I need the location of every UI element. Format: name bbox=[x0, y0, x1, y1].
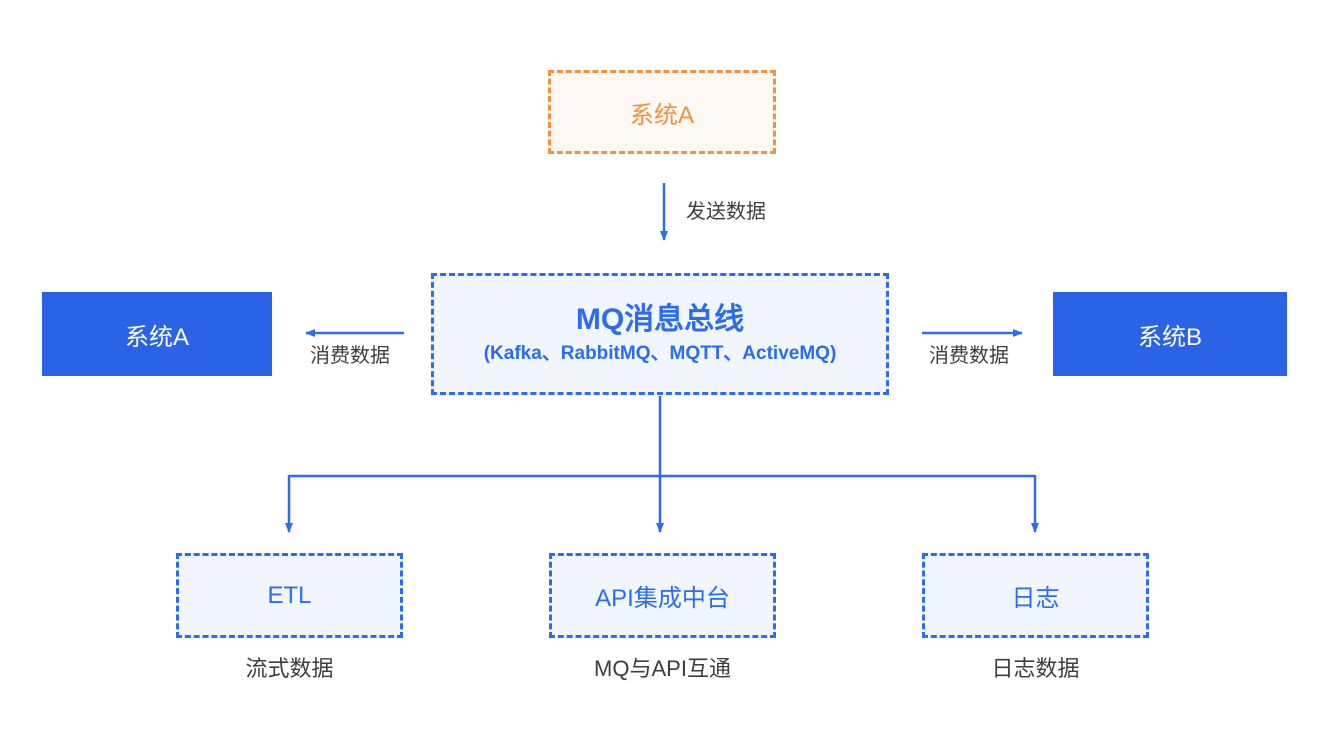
node-sink-etl: ETL bbox=[176, 553, 403, 638]
caption-mq-api-interop: MQ与API互通 bbox=[594, 656, 731, 681]
node-consumer-system-a: 系统A bbox=[42, 292, 272, 376]
edge-label-consume-data-right: 消费数据 bbox=[929, 345, 1009, 367]
edge-label-send-data: 发送数据 bbox=[686, 201, 766, 223]
node-sink-log: 日志 bbox=[922, 553, 1149, 638]
node-sink-etl-label: ETL bbox=[267, 581, 312, 609]
node-sink-log-label: 日志 bbox=[1011, 585, 1060, 612]
mq-bus-subtitle: (Kafka、RabbitMQ、MQTT、ActiveMQ) bbox=[483, 343, 837, 364]
node-producer-label: 系统A bbox=[629, 101, 694, 129]
node-sink-api-label: API集成中台 bbox=[595, 585, 730, 612]
node-producer-system-a: 系统A bbox=[548, 70, 776, 154]
node-mq-bus: MQ消息总线 (Kafka、RabbitMQ、MQTT、ActiveMQ) bbox=[431, 273, 889, 395]
node-consumer-system-b: 系统B bbox=[1053, 292, 1287, 376]
edge-label-consume-data-left: 消费数据 bbox=[310, 345, 390, 367]
node-consumer-left-label: 系统A bbox=[124, 323, 189, 351]
mq-bus-title: MQ消息总线 bbox=[575, 303, 745, 336]
caption-log-data: 日志数据 bbox=[991, 656, 1080, 681]
node-consumer-right-label: 系统B bbox=[1137, 323, 1202, 351]
caption-streaming-data: 流式数据 bbox=[245, 656, 334, 681]
node-sink-api-platform: API集成中台 bbox=[549, 553, 776, 638]
